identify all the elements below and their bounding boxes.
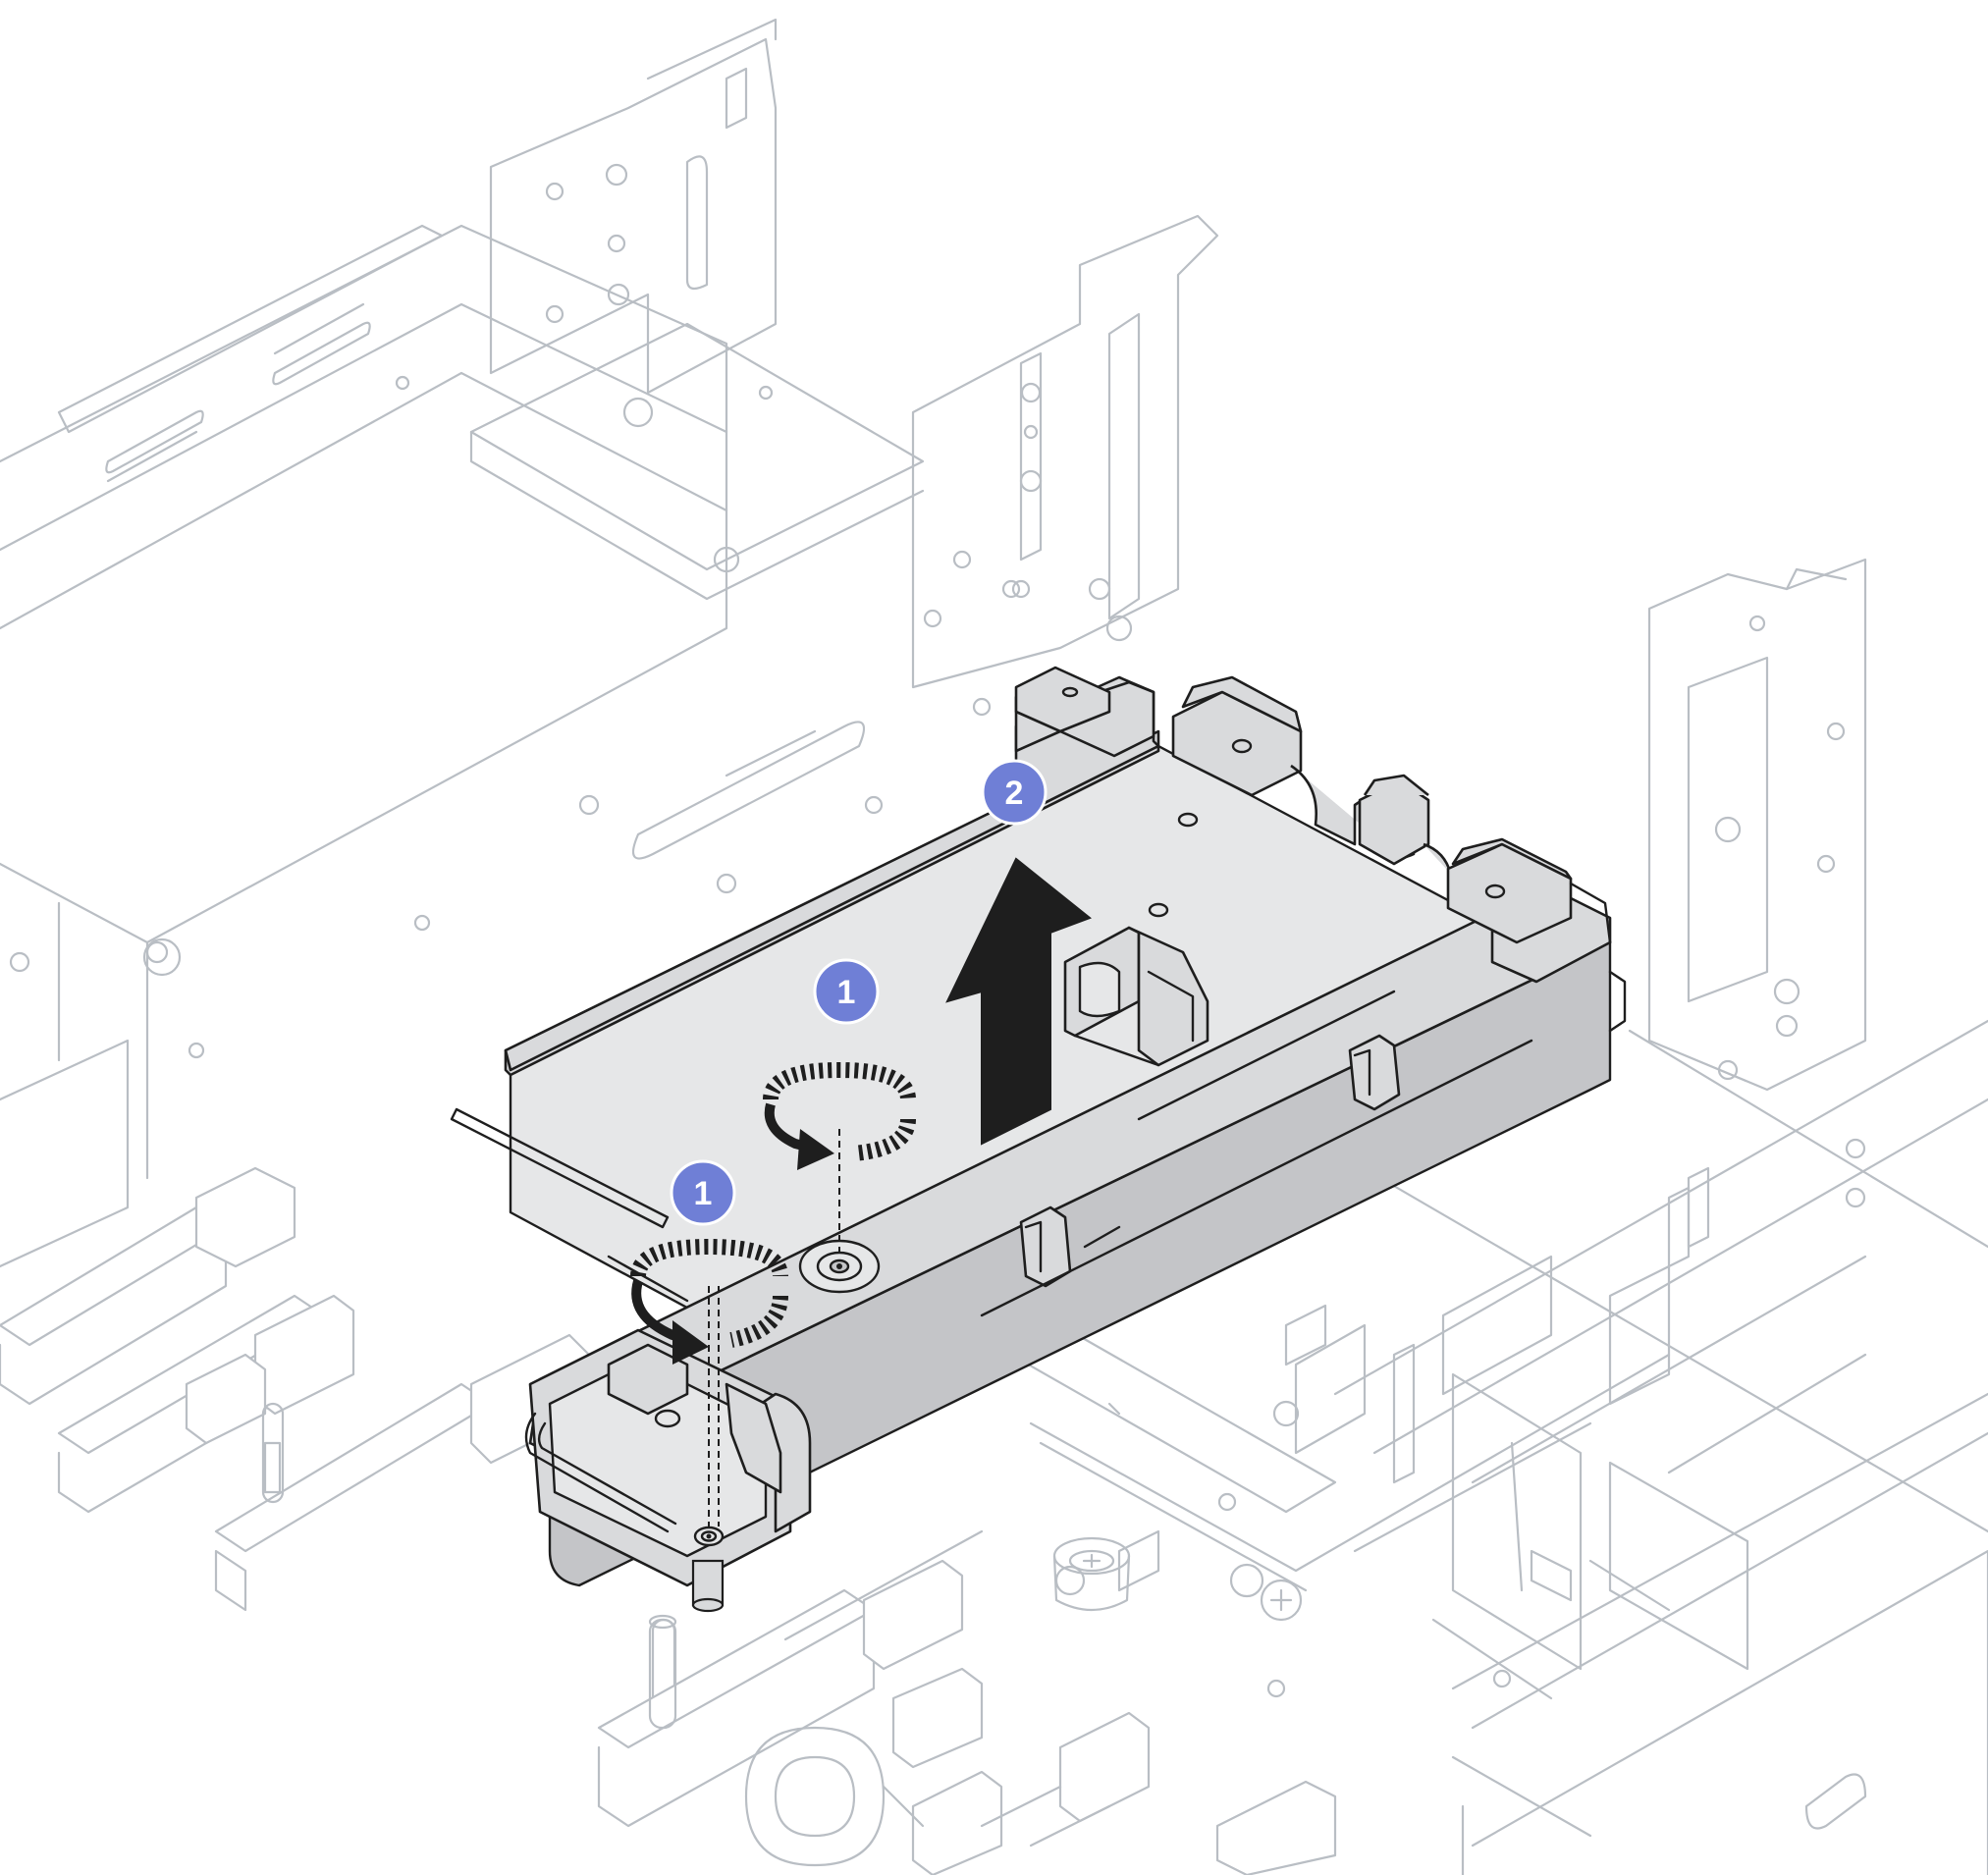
tray-back-clips	[1171, 675, 1627, 1033]
guide-pin	[691, 1559, 725, 1613]
server-chassis-background	[0, 18, 1988, 1875]
callout-label: 2	[1005, 775, 1024, 812]
tray-inner-edge	[980, 1039, 1533, 1317]
captive-screw-upper[interactable]	[798, 1239, 881, 1294]
drive-cage	[0, 224, 866, 1268]
screw-hex	[1260, 1579, 1303, 1622]
callout-step-2: 2	[981, 759, 1048, 826]
m2-retainer-latch[interactable]	[1063, 926, 1209, 1067]
tray-floor-hole	[1177, 812, 1199, 828]
callout-label: 1	[837, 974, 856, 1011]
standoff-posts	[648, 1614, 677, 1730]
riser-bracket-far-right	[1628, 558, 1988, 1249]
callout-step-1-upper: 1	[813, 958, 880, 1025]
rotate-counterclockwise-icon	[763, 1061, 916, 1170]
tray-inner-edge	[1137, 990, 1396, 1121]
callout-label: 1	[694, 1175, 713, 1212]
tray-front-wall	[548, 940, 1612, 1587]
tray-rod	[450, 1107, 689, 1303]
connector-slots-left	[0, 1166, 676, 1730]
callout-step-1-lower: 1	[670, 1159, 736, 1226]
riser-bracket-left	[469, 18, 925, 601]
connector-slots-bottom	[597, 1529, 1337, 1875]
motherboard	[1009, 1019, 1988, 1875]
thumbscrew-knob	[1052, 1536, 1131, 1611]
tray-handle[interactable]	[524, 1328, 812, 1587]
tray-left-tab	[1014, 666, 1111, 733]
lift-up-arrow-icon	[945, 857, 1092, 1146]
riser-bracket-right	[864, 214, 1219, 815]
captive-screw-lower[interactable]	[693, 1526, 725, 1547]
rotate-counterclockwise-icon	[630, 1238, 788, 1365]
tray-hole	[1061, 686, 1079, 698]
tray-floor-hole	[1148, 902, 1169, 918]
front-wall-clips	[1019, 1034, 1401, 1288]
